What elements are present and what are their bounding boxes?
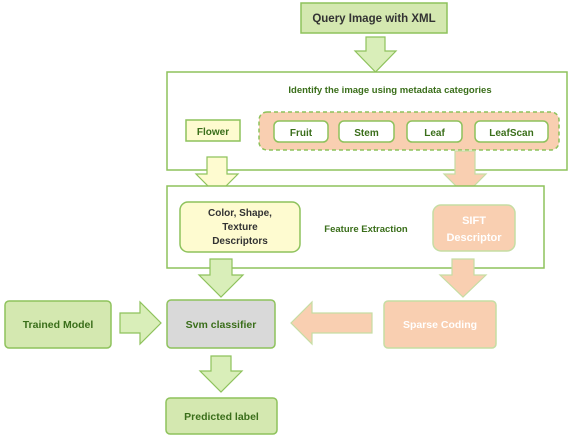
arrow-trained-right [119, 300, 162, 346]
arrow-group-down [442, 150, 488, 196]
flower-box [185, 119, 241, 142]
trained-model-box [4, 300, 112, 349]
arrow-flower-down [194, 156, 240, 196]
svm-box [166, 299, 276, 349]
stem-box [338, 120, 395, 143]
flower-label: Flower [197, 127, 229, 138]
descriptors-line3: Descriptors [212, 236, 268, 247]
sift-line1: SIFT [462, 215, 486, 227]
descriptors-line2: Texture [222, 222, 258, 233]
sparse-coding-box [383, 300, 497, 349]
query-box [300, 2, 448, 34]
stem-label: Stem [354, 128, 379, 139]
descriptors-line1: Color, Shape, [208, 208, 272, 219]
leaf-label: Leaf [424, 128, 445, 139]
arrow-query-down [353, 36, 398, 73]
trained-model-label: Trained Model [23, 319, 94, 331]
leafscan-label: LeafScan [489, 128, 533, 139]
fruit-label: Fruit [290, 128, 313, 139]
arrow-svm-down [198, 355, 244, 393]
descriptors-box [179, 201, 301, 253]
arrow-sift-down [438, 258, 488, 298]
arrow-sparse-left [290, 300, 373, 346]
leaf-box [406, 120, 463, 143]
feature-extraction-label: Feature Extraction [324, 224, 408, 235]
sparse-coding-label: Sparse Coding [403, 319, 477, 331]
sift-box [432, 204, 516, 252]
arrow-descriptors-down [197, 258, 245, 298]
sift-line2: Descriptor [446, 232, 502, 244]
identify-title: Identify the image using metadata catego… [288, 85, 491, 96]
predicted-label-box [165, 397, 278, 435]
svm-label: Svm classifier [186, 319, 257, 331]
query-label: Query Image with XML [312, 13, 435, 25]
leafscan-box [474, 120, 549, 143]
fruit-box [273, 120, 329, 143]
predicted-label-text: Predicted label [184, 411, 259, 423]
